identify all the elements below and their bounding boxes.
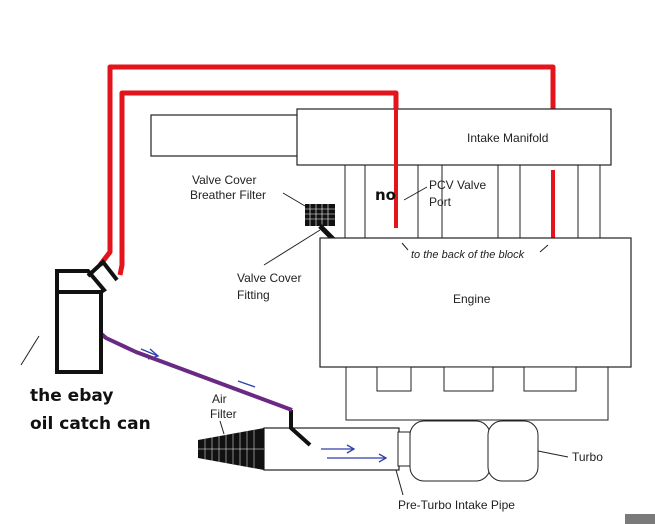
corner-artifact (625, 514, 655, 524)
pcv-valve-port-label-line1: PCV Valve (429, 178, 486, 192)
red-hose-inner (117, 90, 399, 276)
catch-can-fitting (86, 259, 119, 282)
turbo-label: Turbo (572, 450, 603, 464)
valve-cover-fitting-label-line1: Valve Cover (237, 271, 301, 285)
engine-block (319, 237, 632, 368)
flow-arrows (140, 348, 388, 463)
air-filter (198, 428, 264, 470)
back-of-block-pointer (401, 242, 409, 251)
catch-can-label-line1: the ebay (30, 386, 113, 406)
air-filter-label-line2: Filter (210, 407, 237, 421)
breather-filter-label-line2: Breather Filter (190, 188, 266, 202)
turbo-pointer (537, 450, 569, 458)
back-of-block-pointer-right (539, 244, 549, 253)
pipe-pointer (395, 469, 404, 496)
intake-manifold-box (296, 108, 612, 166)
back-of-block-label: to the back of the block (411, 249, 525, 261)
breather-filter-label-line1: Valve Cover (192, 173, 256, 187)
turbo (409, 420, 539, 482)
breather-filter-pointer (282, 192, 306, 207)
engine-label: Engine (453, 292, 491, 306)
air-filter-label-line1: Air (212, 392, 227, 406)
air-filter-pointer (219, 420, 225, 435)
engine-lower-section (345, 366, 609, 421)
pcv-valve-port-label-line2: Port (429, 195, 452, 209)
pipe-fitting (289, 410, 312, 447)
no-label: no (375, 186, 396, 204)
intake-runners (344, 165, 601, 238)
oil-catch-can (55, 269, 107, 374)
pipe-coupler (397, 431, 411, 467)
red-hose-outer (98, 64, 556, 267)
breather-filter (305, 204, 335, 226)
pre-turbo-intake-pipe-label: Pre-Turbo Intake Pipe (398, 498, 515, 512)
blank-box (150, 114, 300, 157)
catch-can-label-line2: oil catch can (30, 414, 151, 434)
valve-cover-fitting-label-line2: Fitting (237, 288, 270, 302)
catch-can-pointer (20, 335, 40, 366)
pcv-valve-port-pointer (403, 186, 428, 201)
pre-turbo-intake-pipe (263, 427, 400, 471)
intake-manifold-label: Intake Manifold (467, 131, 548, 145)
valve-cover-fitting-pointer (263, 229, 321, 266)
